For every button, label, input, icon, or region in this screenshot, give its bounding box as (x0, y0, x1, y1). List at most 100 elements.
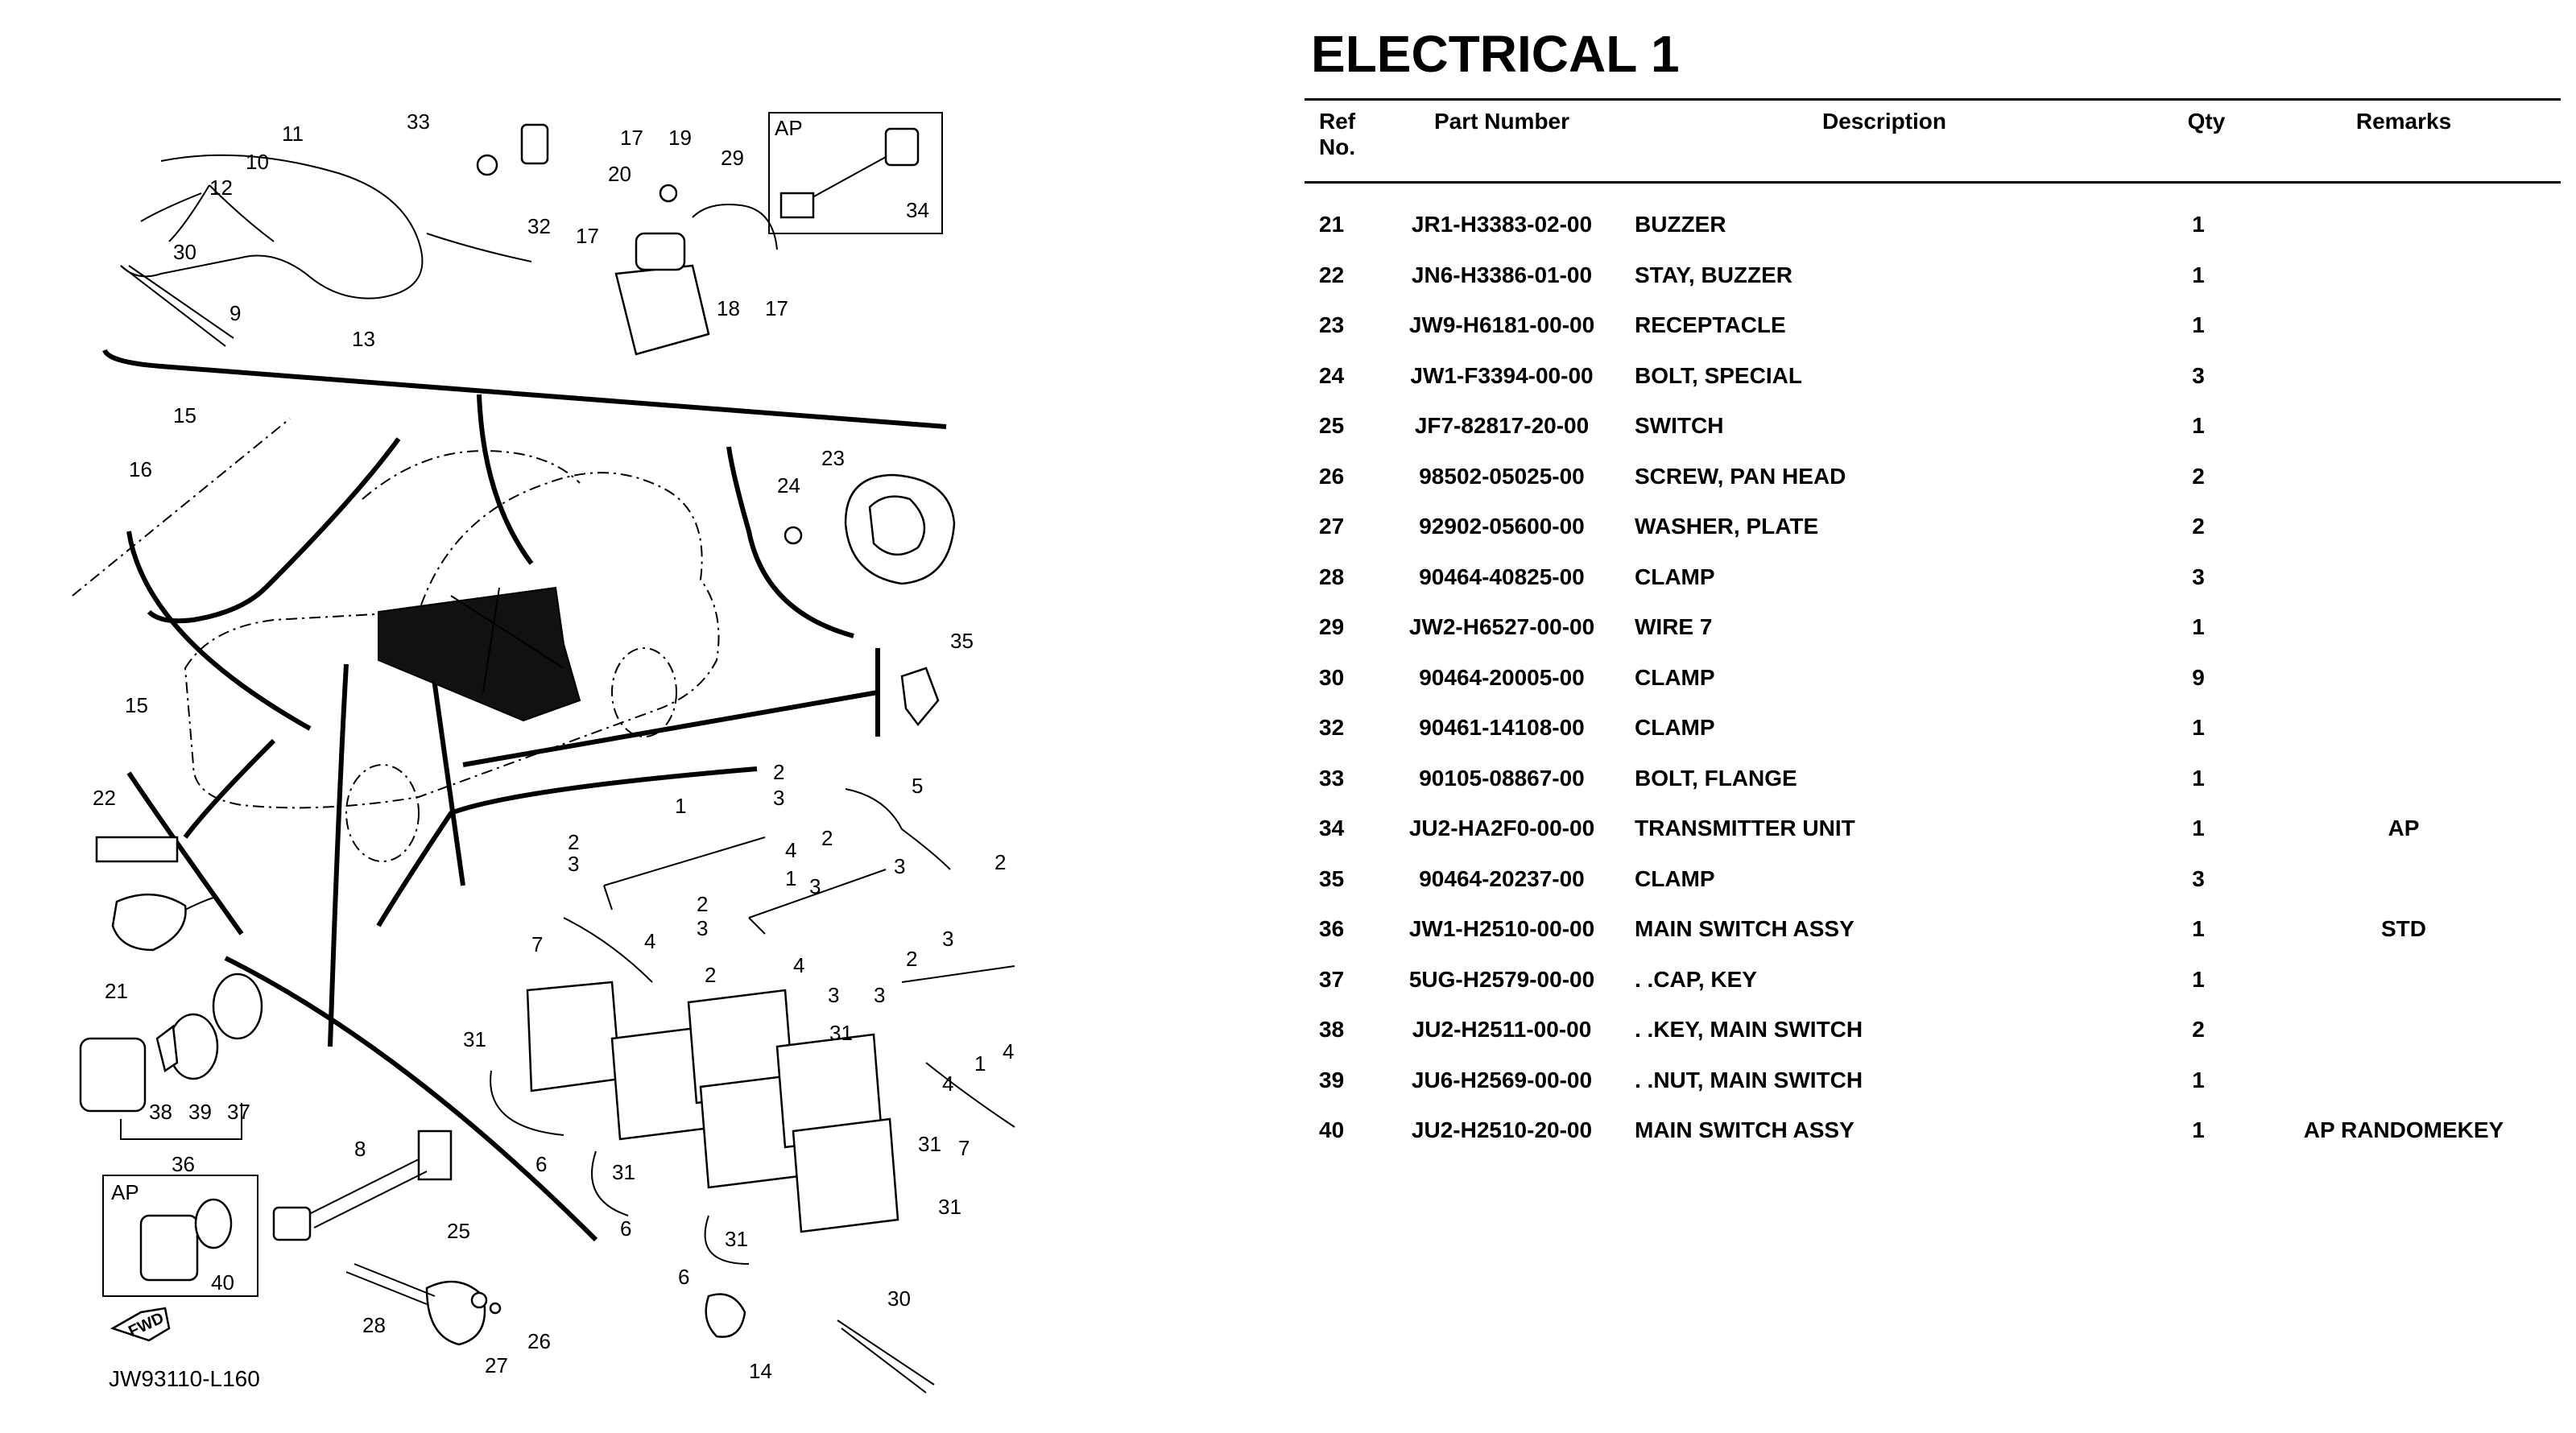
clamp-30-top-b (120, 265, 226, 347)
parts-list: ELECTRICAL 1 Ref No. Part Number Descrip… (1305, 24, 2561, 1156)
callout: 2 (697, 892, 708, 916)
clamp-30-top (128, 265, 234, 339)
cell-ref: 36 (1319, 916, 1345, 942)
cell-remarks: AP (2388, 816, 2420, 841)
clamp-32 (520, 123, 549, 165)
cell-description: CLAMP (1635, 664, 1715, 690)
right-panel-border-23 (726, 446, 854, 638)
callout: 4 (1003, 1039, 1014, 1063)
cell-part-number: JW1-F3394-00-00 (1410, 362, 1594, 388)
cell-qty: 1 (2192, 816, 2205, 841)
switch-8 (417, 1129, 453, 1181)
callout: 32 (527, 214, 551, 238)
cell-part-number: 5UG-H2579-00-00 (1408, 966, 1595, 992)
callout: 15 (173, 403, 196, 427)
callout: 33 (407, 109, 430, 134)
callout: 38 (149, 1100, 172, 1124)
callout: 17 (765, 296, 788, 320)
main-switch (79, 1037, 147, 1113)
callout: 4 (785, 838, 796, 862)
callout: 7 (531, 932, 543, 956)
battery-panel-border (376, 766, 758, 927)
cell-qty: 1 (2192, 413, 2205, 439)
receptacle-face (868, 495, 926, 556)
transmitter-plug (779, 192, 815, 219)
callout: 1 (675, 794, 686, 818)
cell-ref: 25 (1319, 413, 1345, 439)
callout: 10 (246, 150, 269, 174)
cell-ref: 40 (1319, 1117, 1345, 1143)
cell-ref: 21 (1319, 212, 1345, 237)
cell-ref: 29 (1319, 614, 1345, 640)
cell-qty: 1 (2192, 614, 2205, 640)
callout: 34 (906, 198, 929, 222)
washer-27 (470, 1291, 488, 1309)
bolt-33 (476, 154, 498, 176)
callout: 25 (447, 1219, 470, 1243)
cell-part-number: JW1-H2510-00-00 (1408, 916, 1595, 942)
cell-description: CLAMP (1635, 564, 1715, 589)
cell-description: STAY, BUZZER (1635, 262, 1793, 287)
callout: 4 (644, 929, 655, 953)
callout: 3 (894, 854, 905, 878)
harness-branches (140, 184, 275, 242)
cell-ref: 34 (1319, 816, 1345, 841)
cell-part-number: 98502-05025-00 (1419, 463, 1585, 489)
callout: 20 (608, 162, 631, 186)
key-38 (155, 1024, 179, 1073)
callout: 17 (620, 126, 643, 150)
main-switch-40-cap (194, 1198, 233, 1249)
callout: 3 (828, 983, 839, 1007)
cap-key-37 (212, 973, 263, 1040)
cell-qty: 1 (2192, 715, 2205, 741)
cell-description: CLAMP (1635, 865, 1715, 891)
bolt-24 (784, 526, 803, 545)
cell-part-number: 90461-14108-00 (1419, 715, 1585, 741)
callout: 31 (612, 1160, 635, 1184)
switch-25 (425, 1280, 486, 1346)
cell-description: TRANSMITTER UNIT (1635, 816, 1855, 841)
cell-ref: 30 (1319, 664, 1345, 690)
battery-straps (450, 587, 564, 693)
callout: 3 (568, 852, 579, 876)
leader-switch (328, 663, 349, 1047)
cell-description: . .CAP, KEY (1635, 966, 1757, 992)
callout: 3 (773, 786, 784, 810)
callout: 31 (938, 1195, 961, 1219)
transmitter-wire (804, 156, 887, 202)
cable-6-a (490, 1070, 564, 1136)
callout: 2 (994, 850, 1006, 874)
callout: 9 (229, 301, 241, 325)
callout: 4 (793, 953, 804, 977)
callout: 23 (821, 446, 845, 470)
cell-part-number: JU2-HA2F0-00-00 (1408, 816, 1595, 841)
cell-part-number: 90105-08867-00 (1419, 765, 1585, 791)
cable-5 (845, 788, 951, 870)
cell-part-number: JN6-H3386-01-00 (1411, 262, 1593, 287)
table-header: Ref No. Part Number Description Qty Rema… (1305, 101, 2561, 184)
callout: 3 (697, 916, 708, 940)
cell-part-number: JU2-H2510-20-00 (1411, 1117, 1593, 1143)
switch-25-wires (345, 1263, 436, 1305)
ap-inset-34 (768, 112, 943, 234)
clamp-30-bottom (837, 1319, 935, 1394)
callout: 28 (362, 1313, 386, 1337)
leader-battery (428, 655, 465, 886)
cell-ref: 37 (1319, 966, 1345, 992)
cell-ref: 28 (1319, 564, 1345, 589)
clamp-14 (705, 1293, 746, 1338)
leader-35 (462, 648, 880, 767)
callout: 2 (568, 830, 579, 854)
buzzer-21 (111, 893, 187, 952)
callout: 19 (668, 126, 692, 150)
